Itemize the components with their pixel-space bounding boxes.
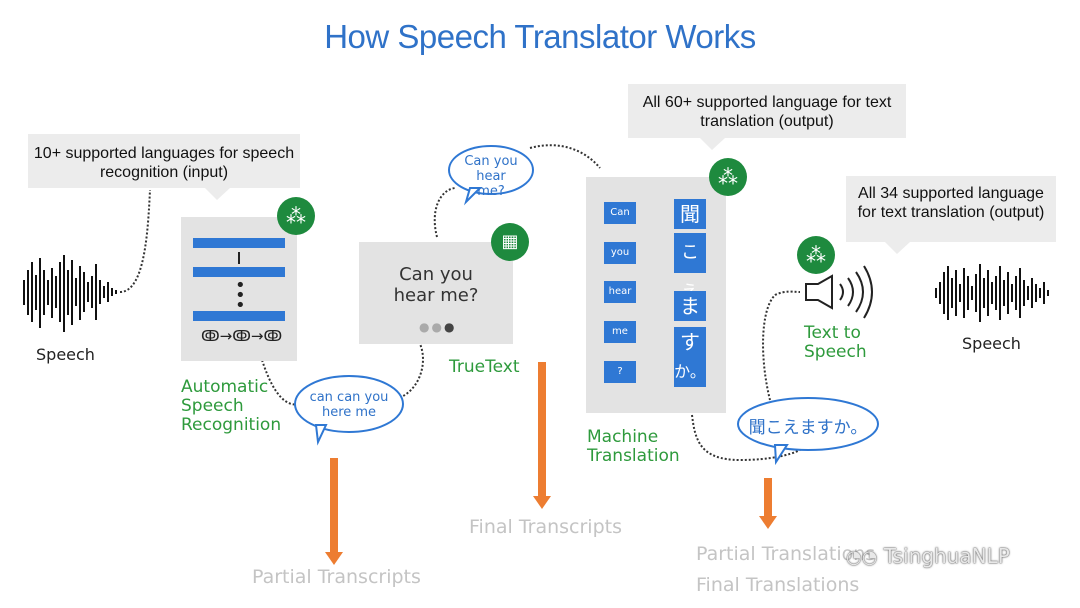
watermark-text: TsinghuaNLP — [883, 544, 1010, 568]
connector-top-bubble-to-mt — [529, 144, 601, 169]
speaker-icon — [805, 265, 873, 319]
connector-truetext-up — [433, 187, 456, 238]
asr-symbols: ↂ→ↂ→ↂ — [201, 327, 283, 345]
output-partial-translations: Partial Translations — [696, 543, 876, 565]
mt-panel: Can you hear me ? 聞 こえ ま す か。 — [586, 177, 726, 413]
asr-stage-label: Automatic Speech Recognition — [181, 377, 282, 435]
down-arrow-partial-transcripts — [330, 458, 338, 554]
mt-token: hear — [604, 281, 636, 303]
truetext-card-text: Can you hear me? — [359, 264, 513, 306]
mt-token: ? — [604, 361, 636, 383]
mt-output-token: こえ — [674, 233, 706, 303]
page-title: How Speech Translator Works — [324, 18, 756, 55]
asr-bar — [193, 238, 285, 248]
neural-network-icon: ⁂ — [709, 158, 747, 196]
mt-output-token: 聞 — [674, 199, 706, 229]
callout-text-output-languages: All 60+ supported language for text tran… — [628, 84, 906, 138]
mt-output-token: ま — [674, 291, 706, 321]
wechat-icon: ◔◔ — [846, 547, 878, 568]
truetext-stage-label: TrueText — [449, 357, 520, 377]
connector-big-bubble-up — [762, 290, 801, 401]
asr-bar — [193, 311, 285, 321]
bubble-raw-shape — [294, 375, 404, 433]
truetext-line-1: Can you — [399, 264, 473, 285]
truetext-line-2: hear me? — [393, 285, 479, 306]
asr-ellipsis: ••• — [235, 275, 246, 316]
mt-token: you — [604, 242, 636, 264]
speech-input-label: Speech — [36, 345, 95, 364]
output-partial-transcripts: Partial Transcripts — [252, 566, 421, 588]
bubble-clean-transcript: Can you hear me? — [464, 154, 518, 199]
output-final-translations: Final Translations — [696, 574, 860, 596]
bubble-clean-shape — [448, 145, 534, 195]
tts-stage-label: Text to Speech — [804, 323, 867, 362]
bubble-translated-text: 聞こえますか。 — [748, 418, 868, 438]
neural-network-icon: ⁂ — [277, 197, 315, 235]
truetext-card: Can you hear me? ●●● — [359, 242, 513, 344]
speech-output-label: Speech — [962, 334, 1021, 353]
asr-panel: ••• ↂ→ↂ→ↂ — [181, 217, 297, 361]
output-final-transcripts: Final Transcripts — [469, 516, 622, 538]
mt-stage-label: Machine Translation — [587, 427, 680, 466]
mt-token: me — [604, 321, 636, 343]
connector-input-callout — [119, 189, 151, 293]
waveform-icon — [935, 264, 1049, 322]
asr-bar — [193, 267, 285, 277]
neural-network-icon: ⁂ — [797, 236, 835, 274]
watermark: ◔◔ TsinghuaNLP — [846, 544, 1010, 568]
callout-speech-output-languages: All 34 supported language for text trans… — [846, 176, 1056, 242]
down-arrow-final-transcripts — [538, 362, 546, 498]
asr-connector — [238, 252, 240, 264]
bubble-translated-shape — [737, 397, 879, 451]
waveform-icon — [23, 255, 117, 332]
carousel-dots: ●●● — [419, 320, 457, 334]
callout-input-languages: 10+ supported languages for speech recog… — [28, 134, 300, 188]
chip-icon: ▦ — [491, 223, 529, 261]
mt-output-token: か。 — [674, 357, 706, 387]
mt-output-token: す — [674, 327, 706, 357]
bubble-raw-transcript: can can you here me — [309, 390, 389, 420]
down-arrow-translations — [764, 478, 772, 518]
mt-token: Can — [604, 202, 636, 224]
